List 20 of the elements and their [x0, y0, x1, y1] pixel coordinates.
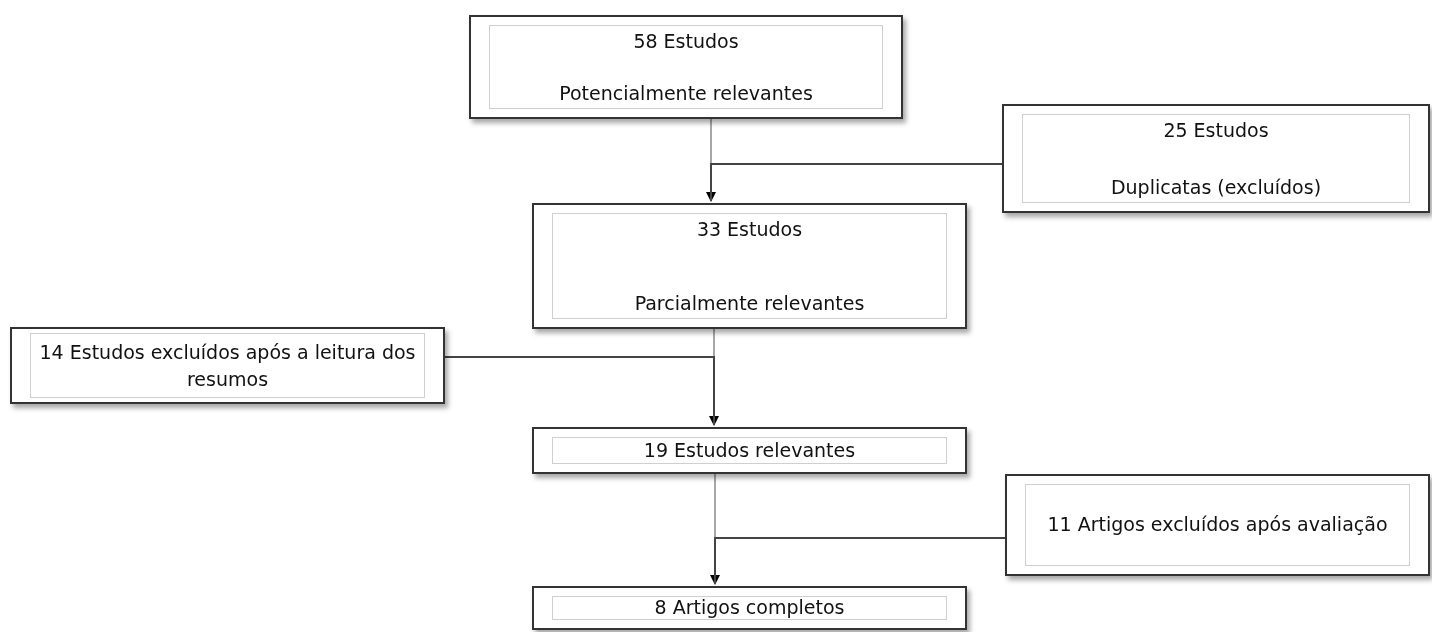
process-box	[532, 203, 967, 329]
box-text: Duplicatas (excluídos)	[1110, 176, 1322, 200]
process-box	[532, 427, 967, 474]
process-box	[1002, 104, 1430, 213]
box-heading: 33 Estudos	[696, 218, 803, 242]
process-box	[469, 15, 903, 119]
connector-line	[444, 356, 715, 426]
box-text: 19 Estudos relevantes	[643, 438, 856, 463]
box-heading: 25 Estudos	[1163, 119, 1269, 143]
box-text: 11 Artigos excluídos após avaliação	[1047, 512, 1388, 538]
process-box	[10, 327, 445, 404]
box-text: Potencialmente relevantes	[559, 82, 813, 106]
connector-line	[714, 537, 1006, 585]
box-text: 8 Artigos completos	[654, 596, 845, 620]
process-box	[532, 586, 967, 630]
box-text: Parcialmente relevantes	[634, 292, 865, 316]
connector-line	[710, 163, 1003, 202]
box-heading: 58 Estudos	[633, 30, 739, 54]
process-box	[1005, 474, 1430, 576]
box-text: 14 Estudos excluídos após a leitura dos resumos	[38, 339, 417, 392]
